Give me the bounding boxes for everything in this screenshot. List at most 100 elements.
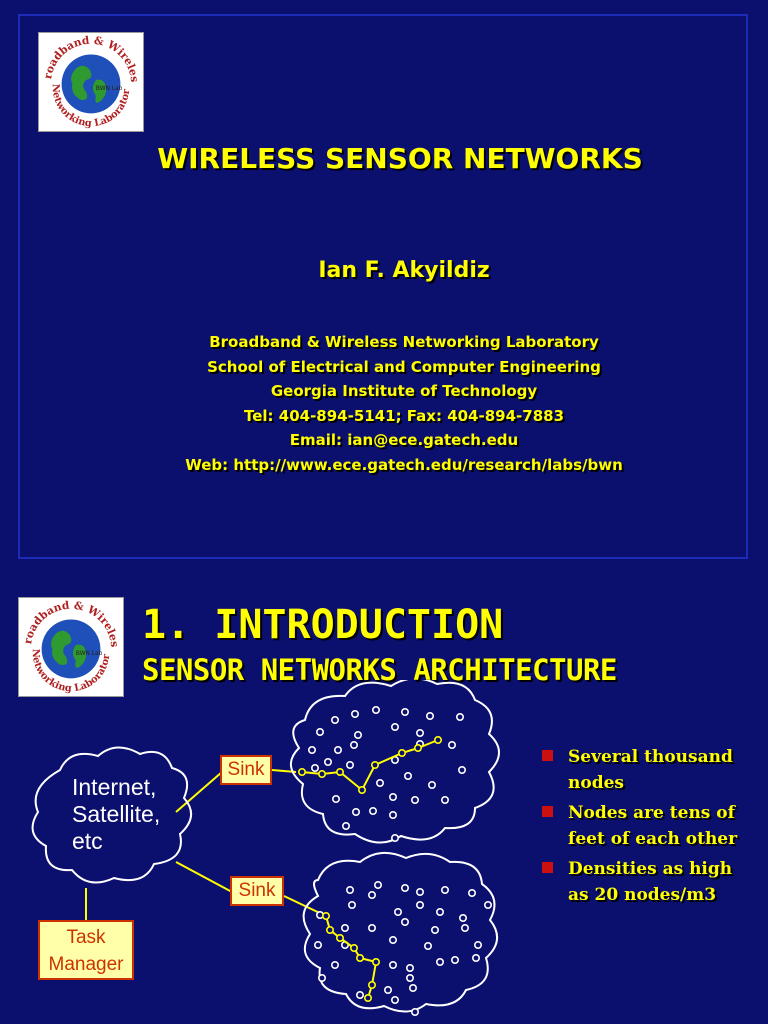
bullet-marker xyxy=(542,862,553,873)
sensor-node xyxy=(321,911,330,920)
sensor-node xyxy=(330,960,339,969)
sensor-node xyxy=(460,923,469,932)
sensor-node xyxy=(415,900,424,909)
sensor-node xyxy=(400,883,409,892)
cloud-line-etc: etc xyxy=(72,828,103,854)
internet-sink1-link xyxy=(175,771,223,813)
logo-small-center-text: BWN Lab xyxy=(76,651,103,657)
sensor-node xyxy=(440,795,449,804)
sensor-node xyxy=(350,709,359,718)
sensor-node xyxy=(345,885,354,894)
sensor-node xyxy=(317,973,326,982)
internet-cloud-label: Internet, Satellite, etc xyxy=(72,774,160,855)
sensor-node xyxy=(483,900,492,909)
sensor-node xyxy=(455,712,464,721)
bullet-list: Several thousand nodes Nodes are tens of… xyxy=(540,744,750,912)
sensor-node xyxy=(410,1007,419,1016)
sensor-node xyxy=(373,880,382,889)
sensor-node xyxy=(331,794,340,803)
sensor-node xyxy=(347,900,356,909)
sensor-node xyxy=(330,715,339,724)
multihop-path-2 xyxy=(321,911,380,1002)
sensor-node xyxy=(335,767,344,776)
sensor-node xyxy=(408,983,417,992)
sensor-node xyxy=(313,940,322,949)
sensor-node xyxy=(427,780,436,789)
sensor-node xyxy=(297,767,306,776)
sensor-node xyxy=(425,711,434,720)
bullet-marker xyxy=(542,806,553,817)
info-line-phone: Tel: 404-894-5141; Fax: 404-894-7883 xyxy=(243,406,565,425)
internet-cloud xyxy=(31,746,192,884)
sensor-node xyxy=(367,890,376,899)
sensor-node xyxy=(430,925,439,934)
sensor-node xyxy=(355,990,364,999)
info-line-institute: Georgia Institute of Technology xyxy=(270,382,538,401)
section-heading: 1. INTRODUCTION xyxy=(142,602,504,648)
title-slide-frame xyxy=(18,14,748,559)
sensor-node xyxy=(458,913,467,922)
sensor-node xyxy=(388,810,397,819)
cloud-line-internet: Internet, xyxy=(72,774,157,800)
task-manager-line-1: Task xyxy=(66,927,106,948)
bullet-item: Densities as high as 20 nodes/m3 xyxy=(540,856,750,908)
sensor-node xyxy=(390,722,399,731)
logo-center-text: BWN Lab xyxy=(96,86,123,92)
sensor-node xyxy=(405,973,414,982)
sink-box-2: Sink xyxy=(230,876,284,906)
sensor-node xyxy=(349,943,358,952)
architecture-diagram xyxy=(31,680,500,1016)
sensor-node xyxy=(335,933,344,942)
sensor-node xyxy=(397,748,406,757)
sensor-node xyxy=(388,792,397,801)
cloud-line-satellite: Satellite, xyxy=(72,801,161,827)
sensor-node xyxy=(423,941,432,950)
sensor-node xyxy=(415,887,424,896)
sensor-node xyxy=(345,760,354,769)
sensor-node xyxy=(413,743,422,752)
info-line-lab: Broadband & Wireless Networking Laborato… xyxy=(209,333,599,351)
task-manager-line-2: Manager xyxy=(48,954,124,975)
sensor-node xyxy=(390,995,399,1004)
bullet-text: Several thousand nodes xyxy=(568,747,733,793)
sensor-node xyxy=(307,745,316,754)
sensor-node xyxy=(357,785,366,794)
bwn-lab-logo-small: Broadband & Wireless Networking Laborato… xyxy=(18,597,124,697)
sensor-field-cloud-2 xyxy=(302,851,498,1013)
sensor-nodes-field-2 xyxy=(313,880,492,1016)
sensor-node xyxy=(403,771,412,780)
sensor-node xyxy=(371,957,380,966)
sensor-node xyxy=(349,740,358,749)
sensor-node xyxy=(390,833,399,842)
sensor-node xyxy=(388,960,397,969)
author-name: Ian F. Akyildiz xyxy=(318,258,490,283)
bullet-item: Nodes are tens of feet of each other xyxy=(540,800,750,852)
slide-title: WIRELESS SENSOR NETWORKS xyxy=(157,142,643,175)
bwn-lab-logo: Broadband & Wireless Networking Laborato… xyxy=(38,32,144,132)
sensor-node xyxy=(371,705,380,714)
sensor-node xyxy=(400,917,409,926)
bullet-text: Densities as high as 20 nodes/m3 xyxy=(568,859,733,905)
sensor-node xyxy=(310,763,319,772)
sensor-node xyxy=(351,807,360,816)
sensor-node xyxy=(400,707,409,716)
bullet-marker xyxy=(542,750,553,761)
bullet-item: Several thousand nodes xyxy=(540,744,750,796)
sensor-node xyxy=(363,993,372,1002)
info-line-web: Web: http://www.ece.gatech.edu/research/… xyxy=(185,455,623,474)
internet-sink2-link xyxy=(175,861,233,893)
sensor-node xyxy=(333,745,342,754)
sensor-node xyxy=(367,980,376,989)
sensor-node xyxy=(340,923,349,932)
sensor-node xyxy=(405,963,414,972)
sensor-node xyxy=(383,985,392,994)
sensor-node xyxy=(353,730,362,739)
info-line-email: Email: ian@ece.gatech.edu xyxy=(289,431,519,450)
sensor-node xyxy=(473,940,482,949)
sensor-node xyxy=(368,806,377,815)
sensor-node xyxy=(355,953,364,962)
affiliation-block: Broadband & Wireless Networking Laborato… xyxy=(0,330,768,478)
sensor-node xyxy=(457,765,466,774)
sensor-node xyxy=(315,727,324,736)
sensor-node xyxy=(370,760,379,769)
